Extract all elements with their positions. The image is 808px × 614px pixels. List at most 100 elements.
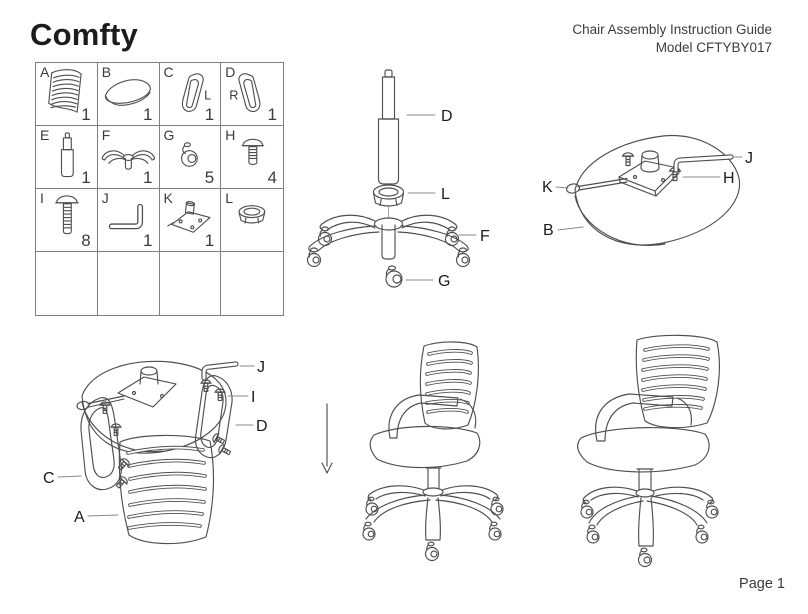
backrest-drawing [118,434,215,545]
diagram-lower-seat-step [321,341,504,562]
part-qty: 1 [267,105,277,124]
label-bolt: H [723,170,735,187]
caster-drawing [586,524,600,544]
part-cell-f: F 1 [97,126,160,189]
label-armrest-right: D [256,418,268,435]
label-base: F [480,228,490,245]
part-letter: L [225,190,234,206]
tilt-mechanism-icon [166,201,211,233]
base-drawing [362,485,504,562]
caster-drawing [637,547,653,568]
seat-underside-drawing [574,134,741,246]
base-drawing [580,486,719,568]
label-allen: J [257,359,265,376]
document-title: Chair Assembly Instruction Guide [572,22,772,37]
document-title-block: Chair Assembly Instruction Guide Model C… [572,21,772,57]
base-star-icon [101,150,155,170]
part-letter: F [101,127,111,143]
screw-drawing [214,388,226,401]
chair-upper-drawing [369,341,481,469]
part-qty: 1 [81,105,91,124]
diagram-backrest-assembly: J I D C A [43,359,268,545]
part-cell-h: H 4 [221,126,283,189]
part-qty: 1 [204,105,215,124]
part-cell-e: E 1 [36,126,98,189]
label-bolt: I [251,389,255,406]
screw-long-icon [55,195,79,235]
model-number: Model CFTYBY017 [655,40,772,55]
screw-short-icon [241,138,265,165]
caster-drawing [444,226,460,247]
svg-text:L: L [204,87,211,102]
part-letter: G [163,127,175,143]
leader-line [57,475,82,478]
screw-drawing [99,401,111,414]
chair-back-drawing [635,334,720,429]
screw-drawing [200,379,212,392]
empty-cell [36,252,98,315]
caster-drawing [455,247,471,268]
part-letter: B [101,64,112,80]
caster-drawing [424,541,440,562]
caster-drawing [580,499,594,519]
part-qty: 1 [143,105,153,124]
label-cylinder: D [441,108,453,125]
wrench-drawing [565,177,628,194]
allen-key-drawing [201,361,239,381]
armrest-right-drawing [194,375,233,459]
screw-drawing [218,443,232,456]
label-wrench: K [542,179,553,196]
caster-drawing [488,521,502,541]
screw-drawing [115,476,128,489]
mechanism-drawing [618,150,680,197]
armrest-drawing [595,393,692,442]
label-seat: B [543,222,554,239]
allen-key-icon [108,203,143,230]
screw-drawing [110,423,122,436]
label-armrest-left: C [43,470,55,487]
base-cover-icon [238,205,266,224]
label-cover: L [441,186,450,203]
part-cell-g: G 5 [159,126,222,189]
part-letter: H [225,127,236,143]
gas-lift-drawing [377,69,400,185]
part-cell-b: B 1 [97,63,160,126]
part-qty: 4 [267,168,277,187]
leader-line [87,514,119,517]
part-qty: 8 [81,231,91,250]
part-cell-d: D R 1 [221,63,283,126]
caster-icon [180,142,198,167]
leader-line [557,226,584,231]
base-cover-drawing [372,184,405,207]
base-star-drawing [306,214,471,268]
chair-seat-drawing [577,427,710,473]
down-arrow [321,403,333,474]
empty-cell [221,252,283,315]
mechanism-drawing [117,366,177,408]
part-qty: 1 [81,168,91,187]
diagram-assembled-chair [577,334,720,568]
armrest-right-icon: R [229,73,261,112]
leader-line [555,186,569,189]
part-qty: 5 [204,168,215,187]
page-number: Page 1 [739,576,785,592]
part-letter: E [40,127,50,143]
caster-drawing [490,496,504,516]
backrest-icon [48,69,82,113]
empty-cell [160,252,222,315]
gas-lift-drawing [636,468,654,490]
part-letter: A [40,64,50,80]
label-caster: G [438,273,450,290]
parts-grid: A 1 B 1 C L 1 [35,62,284,316]
svg-text:R: R [229,87,238,102]
part-cell-l: L [221,189,283,252]
part-cell-a: A 1 [36,63,98,126]
caster-drawing [317,226,333,247]
gas-lift-drawing [425,467,442,489]
part-qty: 1 [204,231,215,250]
part-letter: D [225,64,236,80]
loose-caster-drawing [385,265,403,288]
part-cell-k: K 1 [159,189,222,252]
seat-icon [104,79,151,106]
